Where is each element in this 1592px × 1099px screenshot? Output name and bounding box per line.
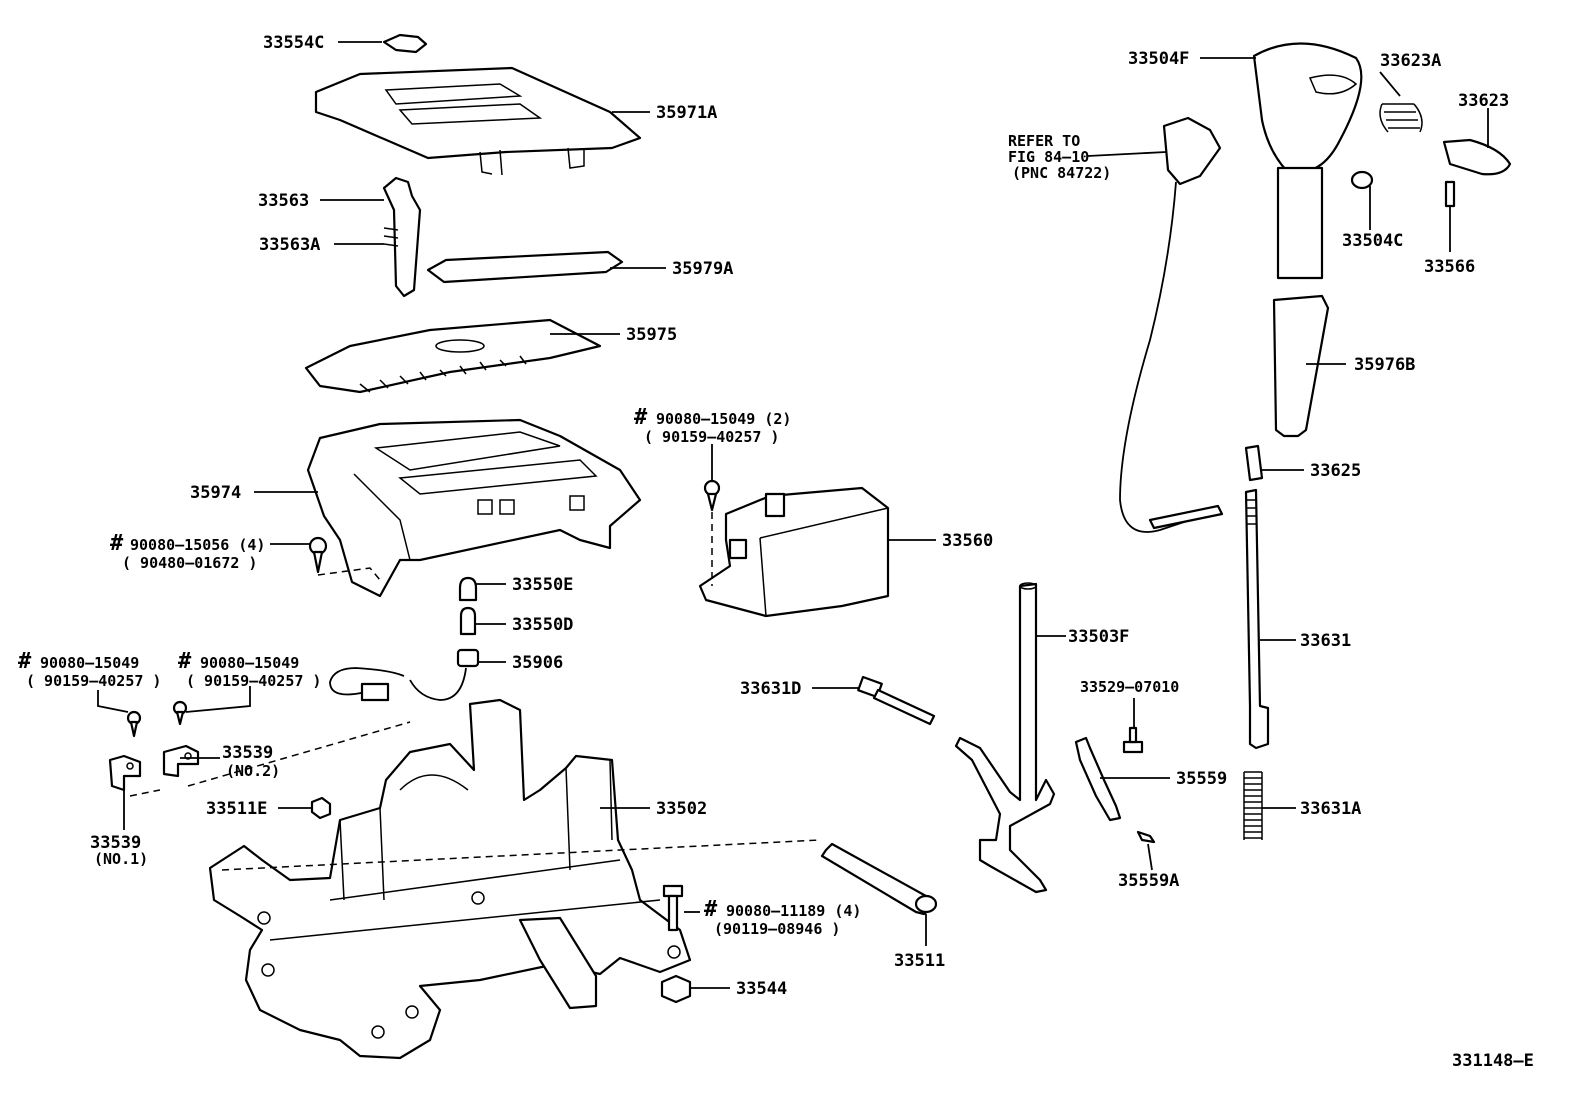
label-clip-mid-hash: # <box>178 649 192 674</box>
part-33563 <box>382 176 422 298</box>
label-33504C: 33504C <box>1342 231 1403 251</box>
part-33566 <box>1444 180 1456 208</box>
part-33544 <box>660 974 692 1004</box>
part-35979A <box>426 250 624 284</box>
label-35979A: 35979A <box>672 259 733 279</box>
label-clip-mid-1: 90080–15049 <box>200 654 299 672</box>
part-33631A <box>1243 771 1263 840</box>
part-33623 <box>1442 138 1512 176</box>
part-33554C <box>382 33 428 54</box>
part-35976B <box>1272 294 1330 438</box>
label-clip-left-hash: # <box>18 649 32 674</box>
part-screw-90080-15049-2 <box>703 479 721 512</box>
label-33623: 33623 <box>1458 91 1509 111</box>
label-35559: 35559 <box>1176 769 1227 789</box>
label-33550D: 33550D <box>512 615 573 635</box>
label-33539-no2-sub: (NO.2) <box>226 762 280 780</box>
leader-lines <box>97 41 1489 989</box>
label-refer-1: REFER TO <box>1008 132 1080 150</box>
label-screw-top-2: ( 90159–40257 ) <box>644 428 779 446</box>
label-33554C: 33554C <box>263 33 324 53</box>
label-refer-3: (PNC 84722) <box>1012 164 1111 182</box>
label-33625: 33625 <box>1310 461 1361 481</box>
part-33529 <box>1122 726 1144 754</box>
part-cable-84722 <box>1119 116 1224 533</box>
part-screw-90080-15056 <box>308 536 328 574</box>
label-bolt-b-2: (90119–08946 ) <box>714 920 840 938</box>
label-33544: 33544 <box>736 979 787 999</box>
label-bolt-a-1: 90080–15056 (4) <box>130 536 265 554</box>
part-33504C <box>1350 170 1374 190</box>
label-screw-top-hash: # <box>634 405 648 430</box>
part-33625 <box>1244 444 1264 482</box>
label-35974: 35974 <box>190 483 241 503</box>
label-clip-left-1: 90080–15049 <box>40 654 139 672</box>
label-clip-left-2: ( 90159–40257 ) <box>26 672 161 690</box>
part-33503F <box>954 582 1056 894</box>
label-33511E: 33511E <box>206 799 267 819</box>
label-screw-top-1: 90080–15049 (2) <box>656 410 791 428</box>
part-35971A <box>314 66 642 176</box>
part-35974 <box>306 418 642 598</box>
label-bolt-b-hash: # <box>704 897 718 922</box>
label-33631A: 33631A <box>1300 799 1361 819</box>
label-bolt-a-2: ( 90480–01672 ) <box>122 554 257 572</box>
label-33539-no2: 33539 <box>222 743 273 763</box>
label-33539-no1-sub: (NO.1) <box>94 850 148 868</box>
label-33529: 33529–07010 <box>1080 678 1179 696</box>
part-33623A <box>1379 103 1423 133</box>
label-33563: 33563 <box>258 191 309 211</box>
part-33550D <box>459 606 477 636</box>
label-33623A: 33623A <box>1380 51 1441 71</box>
part-33539-no1 <box>108 754 142 792</box>
label-33560: 33560 <box>942 531 993 551</box>
part-35906 <box>329 648 480 702</box>
part-33631D <box>857 675 936 726</box>
label-35559A: 35559A <box>1118 871 1179 891</box>
label-33631D: 33631D <box>740 679 801 699</box>
part-33539-no2 <box>162 744 200 778</box>
label-35971A: 35971A <box>656 103 717 123</box>
label-33563A: 33563A <box>259 235 320 255</box>
figure-id: 331148–E <box>1452 1051 1534 1071</box>
label-35976B: 35976B <box>1354 355 1415 375</box>
label-clip-mid-2: ( 90159–40257 ) <box>186 672 321 690</box>
label-33539-no1: 33539 <box>90 833 141 853</box>
part-33504F <box>1252 42 1363 280</box>
label-33566: 33566 <box>1424 257 1475 277</box>
part-33511E <box>310 796 332 820</box>
part-35559 <box>1074 736 1122 822</box>
part-33502 <box>208 698 692 1060</box>
label-33550E: 33550E <box>512 575 573 595</box>
label-35975: 35975 <box>626 325 677 345</box>
part-33631 <box>1244 488 1270 750</box>
callout-labels: 33554C 35971A 33563 33563A 35979A 35975 … <box>18 33 1534 1071</box>
label-33631: 33631 <box>1300 631 1351 651</box>
part-35975 <box>304 318 602 394</box>
label-33504F: 33504F <box>1128 49 1189 69</box>
part-bolt-90080-11189 <box>662 884 684 932</box>
part-35559A <box>1136 830 1156 844</box>
part-33560 <box>698 486 890 618</box>
part-33511 <box>820 842 938 916</box>
part-clip-screws <box>126 700 188 738</box>
label-33511: 33511 <box>894 951 945 971</box>
label-35906: 35906 <box>512 653 563 673</box>
label-33503F: 33503F <box>1068 627 1129 647</box>
label-bolt-b-1: 90080–11189 (4) <box>726 902 861 920</box>
label-bolt-a-hash: # <box>110 531 124 556</box>
label-33502: 33502 <box>656 799 707 819</box>
label-refer-2: FIG 84–10 <box>1008 148 1089 166</box>
part-33550E <box>458 576 478 602</box>
